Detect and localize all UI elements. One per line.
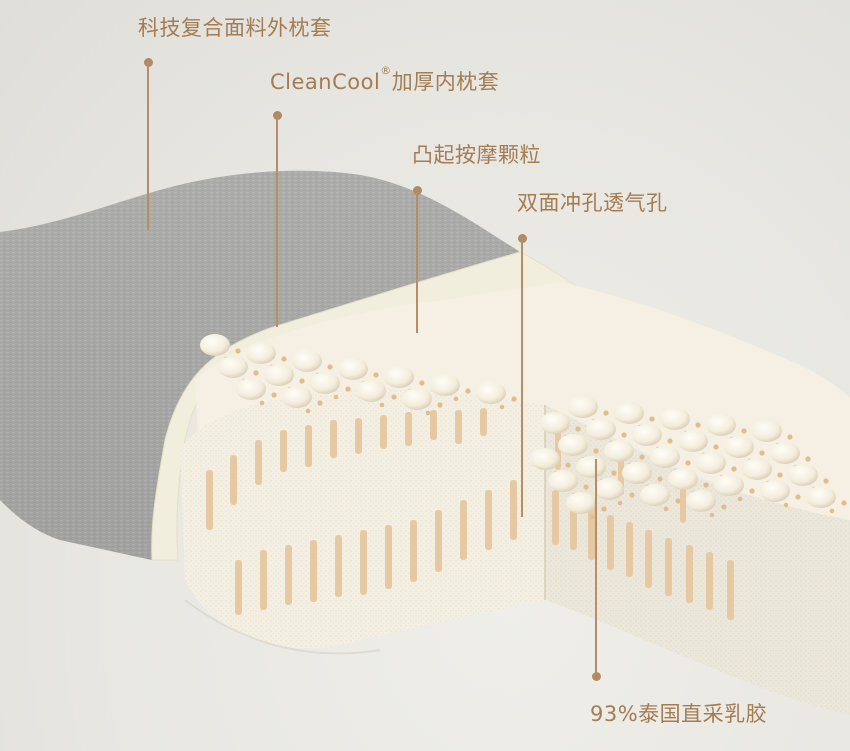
annotation-dot [592, 672, 601, 681]
inner-cover-text: 加厚内枕套 [391, 70, 500, 94]
massage-bumps [200, 334, 847, 520]
annotation-outer-cover-label: 科技复合面料外枕套 [138, 16, 332, 40]
annotation-line [595, 459, 597, 674]
annotation-line [276, 115, 278, 327]
registered-mark: ® [380, 64, 392, 77]
annotation-line [147, 62, 149, 230]
annotation-line [416, 190, 418, 333]
annotation-massage-bumps-label: 凸起按摩颗粒 [412, 143, 541, 167]
annotation-inner-cover-label: CleanCool®加厚内枕套 [270, 64, 500, 96]
air-channels [206, 408, 734, 620]
annotation-latex-label: 93%泰国直采乳胶 [590, 702, 768, 726]
annotation-line [521, 238, 523, 517]
annotation-air-holes-label: 双面冲孔透气孔 [517, 191, 668, 215]
outer-cover [0, 170, 520, 560]
brand-name: CleanCool [270, 70, 381, 94]
